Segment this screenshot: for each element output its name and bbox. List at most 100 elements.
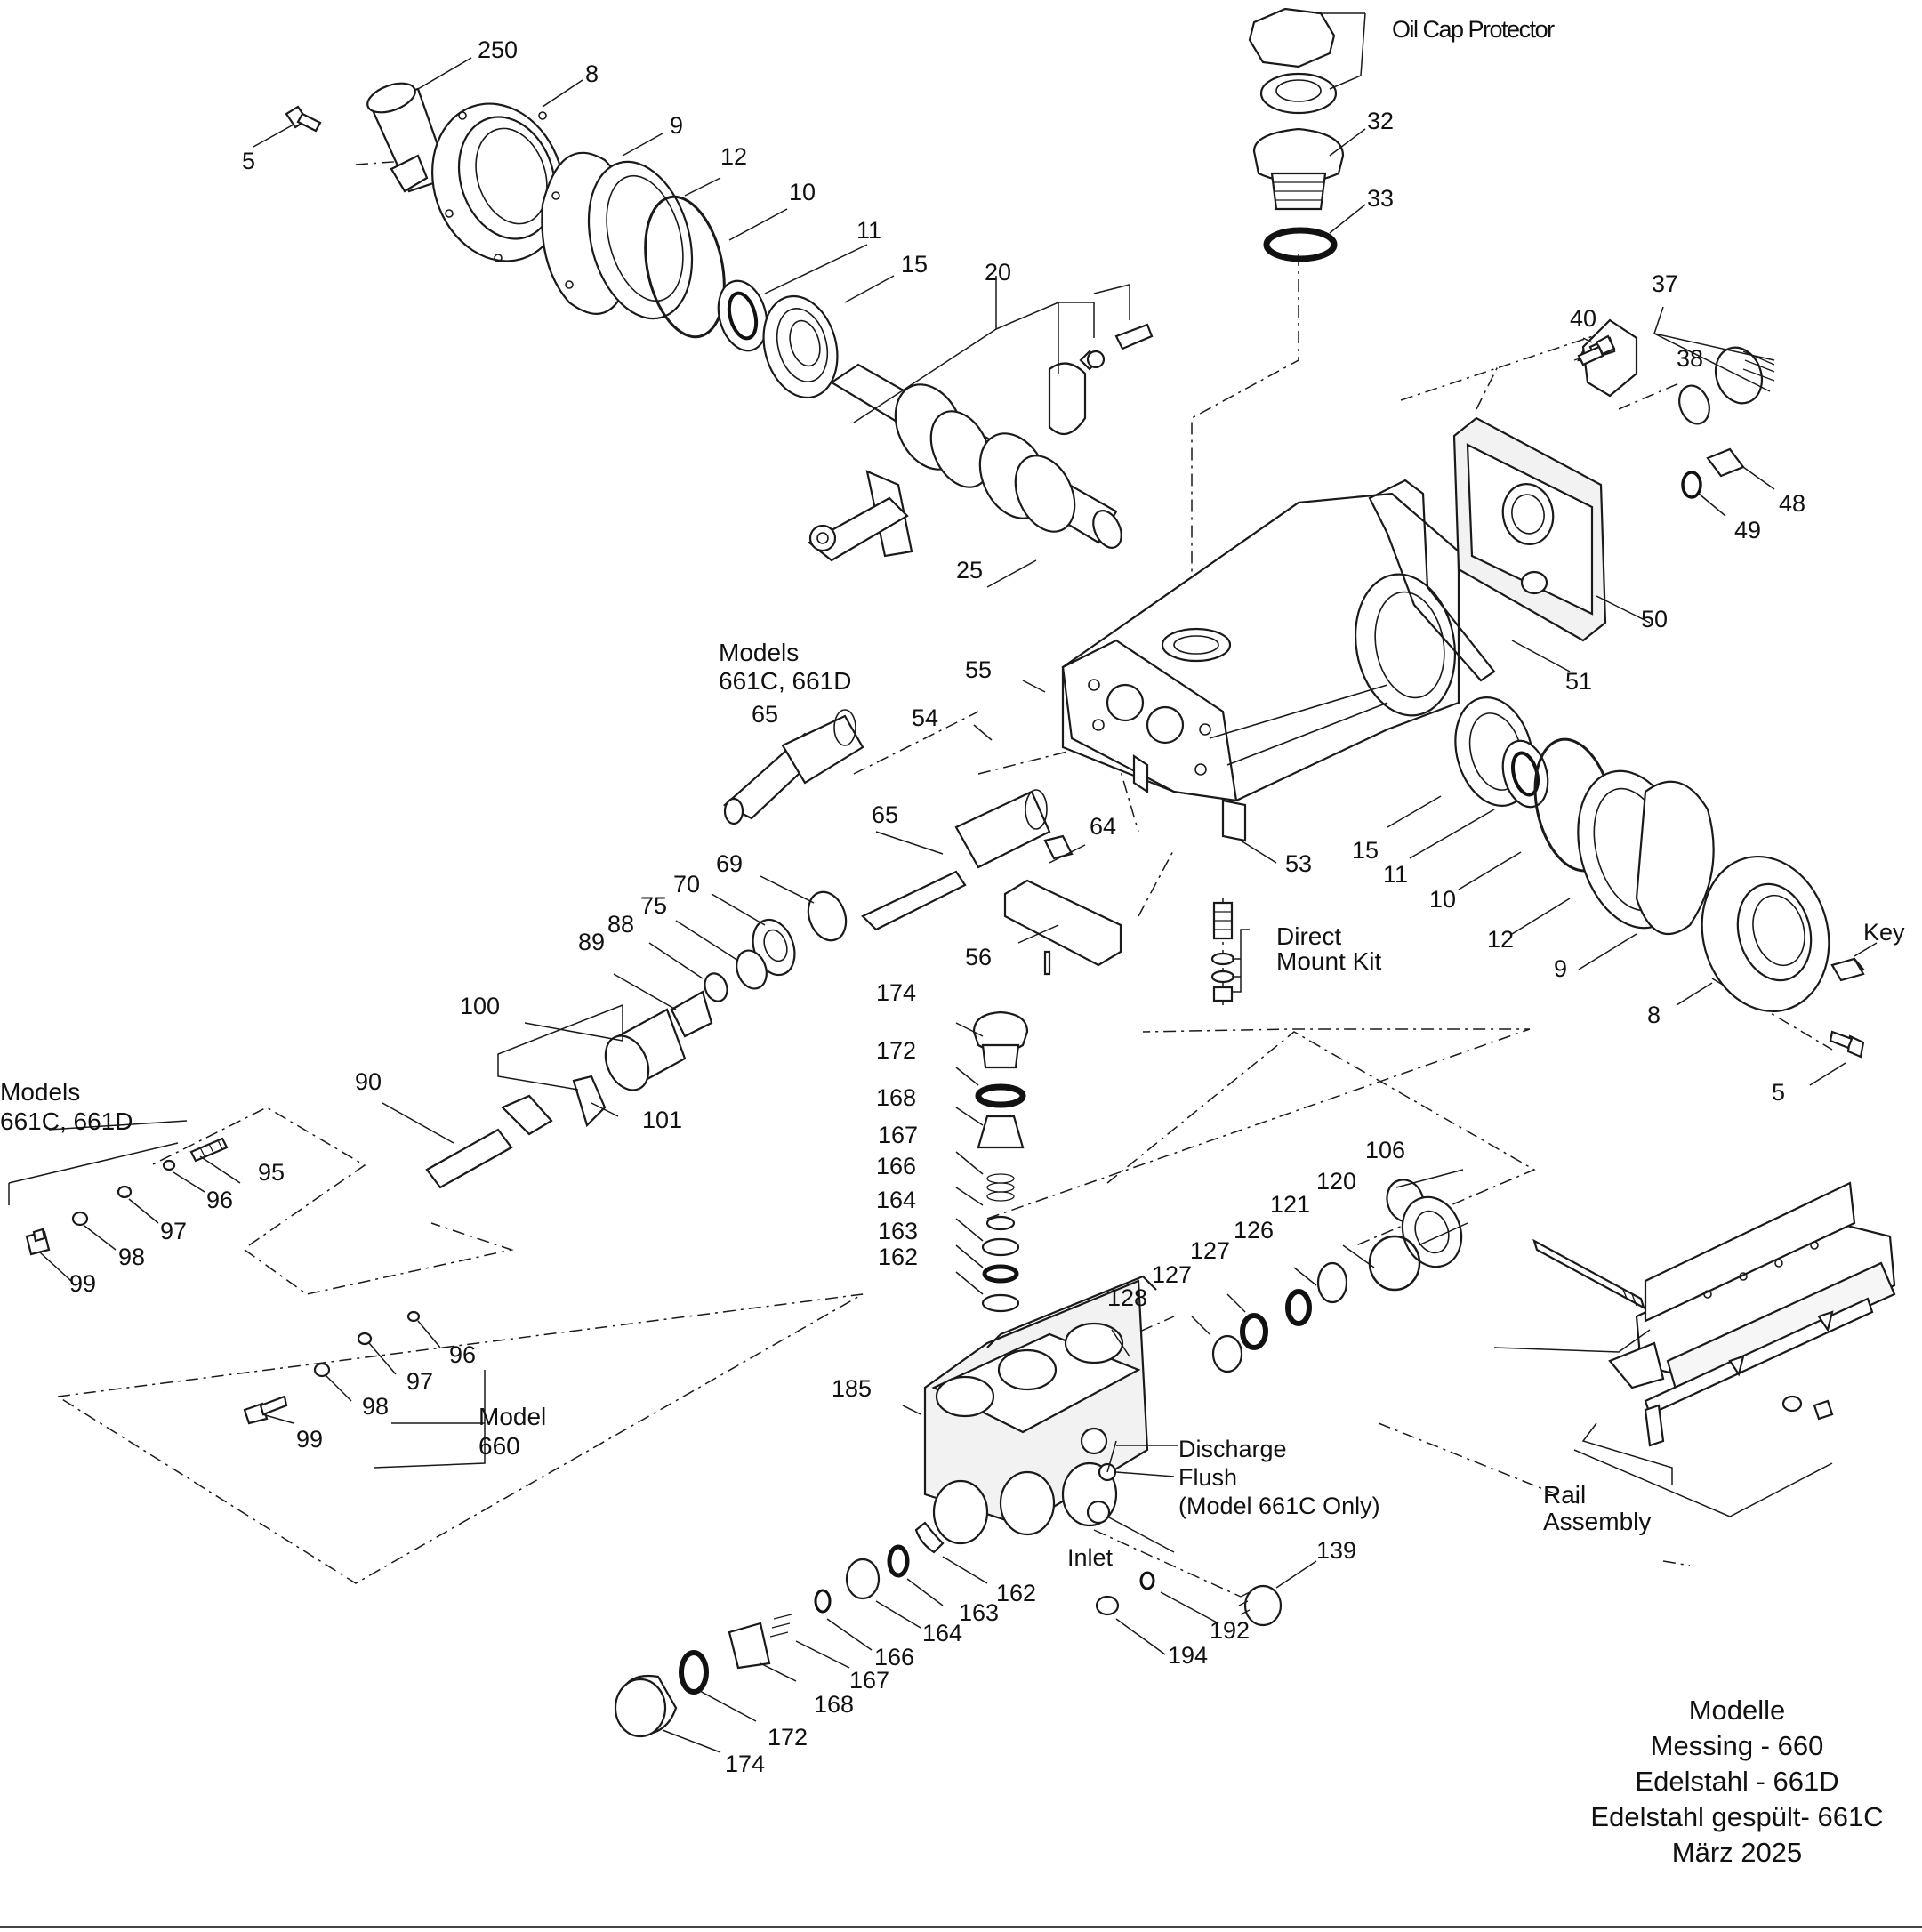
cap-screw-5-left: [285, 105, 322, 133]
oil-cap-stack: [1248, 7, 1345, 262]
label-65-top: 65: [752, 701, 778, 728]
group-direct-mount-line2: Mount Kit: [1276, 947, 1381, 975]
key-part: [1830, 957, 1865, 982]
rear-cover-assembly: [1368, 318, 1775, 682]
model-footer: Modelle Messing - 660 Edelstahl - 661D E…: [1590, 1695, 1883, 1868]
label-164-top: 164: [876, 1187, 916, 1213]
footer-line-3: Edelstahl gespült- 661C: [1590, 1801, 1883, 1832]
label-49: 49: [1734, 517, 1761, 543]
label-162-lower: 162: [996, 1580, 1036, 1606]
label-250: 250: [478, 36, 518, 63]
label-33: 33: [1367, 185, 1394, 212]
group-rail-assembly-line1: Rail: [1543, 1481, 1586, 1509]
label-10-left: 10: [789, 179, 816, 205]
group-models-661-left-line1: Models: [0, 1078, 80, 1106]
label-128: 128: [1107, 1284, 1147, 1311]
label-98-top: 98: [118, 1244, 145, 1270]
group-direct-mount-line1: Direct: [1276, 922, 1341, 950]
label-96-top: 96: [206, 1187, 233, 1213]
label-32: 32: [1367, 108, 1394, 134]
discharge-valve-stack: [972, 1010, 1029, 1313]
label-168-top: 168: [876, 1084, 916, 1111]
label-126: 126: [1234, 1217, 1274, 1244]
label-50: 50: [1641, 606, 1668, 632]
cap-screw-40: [1577, 334, 1616, 366]
label-174-top: 174: [876, 979, 916, 1006]
label-97-lower: 97: [406, 1368, 433, 1395]
label-48: 48: [1779, 490, 1805, 517]
label-11-right: 11: [1383, 861, 1408, 888]
bearing-cover-assembly-right: [1454, 696, 1865, 1059]
label-185: 185: [832, 1375, 872, 1402]
label-96-lower: 96: [449, 1341, 476, 1368]
group-labels: Models 661C, 661D Models 661C, 661D Mode…: [0, 639, 1651, 1535]
label-15-right: 15: [1352, 837, 1379, 864]
rail-assembly: [1532, 1181, 1896, 1447]
label-89: 89: [578, 929, 605, 955]
label-8-right: 8: [1647, 1002, 1661, 1028]
label-5-left: 5: [242, 148, 255, 174]
label-166-top: 166: [876, 1153, 916, 1179]
label-53: 53: [1285, 850, 1312, 877]
group-model-660-line1: Model: [478, 1403, 546, 1430]
label-8-left: 8: [585, 60, 599, 87]
inlet-plug-139: [1095, 1571, 1283, 1627]
label-flush: Flush: [1178, 1464, 1237, 1491]
label-88: 88: [607, 911, 634, 938]
label-12-left: 12: [720, 143, 747, 170]
stud-washer-set-660: [243, 1310, 421, 1425]
label-127-b: 127: [1152, 1261, 1192, 1288]
label-168-lower: 168: [814, 1691, 854, 1718]
label-192: 192: [1210, 1617, 1250, 1644]
label-167-lower: 167: [849, 1667, 889, 1694]
label-163-lower: 163: [959, 1599, 999, 1626]
leader-lines: [8, 12, 1878, 1753]
label-20: 20: [985, 259, 1011, 286]
label-90: 90: [355, 1068, 382, 1095]
label-64: 64: [1090, 813, 1116, 840]
label-key: Key: [1863, 919, 1905, 946]
label-166-lower: 166: [874, 1644, 914, 1670]
label-37: 37: [1652, 270, 1678, 297]
label-12-right: 12: [1487, 926, 1514, 953]
group-models-661-left-line2: 661C, 661D: [0, 1107, 133, 1135]
label-discharge: Discharge: [1178, 1436, 1287, 1462]
label-flush-note: (Model 661C Only): [1178, 1493, 1380, 1519]
label-139: 139: [1316, 1537, 1356, 1564]
label-56: 56: [965, 944, 992, 970]
label-99-top: 99: [69, 1270, 96, 1297]
label-167-top: 167: [878, 1122, 918, 1148]
stud-washer-set-661: [25, 1137, 229, 1256]
label-54: 54: [912, 704, 938, 731]
label-10-right: 10: [1429, 886, 1456, 913]
label-9-right: 9: [1554, 955, 1567, 982]
plunger-group: [425, 709, 1074, 1189]
label-69: 69: [716, 850, 743, 877]
label-15-left: 15: [901, 251, 928, 278]
label-25: 25: [956, 557, 983, 584]
label-inlet: Inlet: [1067, 1544, 1114, 1571]
label-106: 106: [1365, 1137, 1405, 1163]
label-oil-cap-protector: Oil Cap Protector: [1392, 16, 1555, 43]
label-194: 194: [1168, 1642, 1208, 1669]
label-172-top: 172: [876, 1037, 916, 1064]
label-51: 51: [1565, 668, 1592, 695]
label-38: 38: [1677, 345, 1703, 372]
label-120: 120: [1316, 1168, 1356, 1195]
group-models-661-top-line2: 661C, 661D: [719, 667, 851, 695]
manifold-seal-stack: [1211, 1179, 1463, 1373]
group-model-660-line2: 660: [478, 1432, 520, 1460]
label-162-top: 162: [878, 1244, 918, 1270]
crankshaft-assembly: [808, 323, 1154, 562]
label-5-right: 5: [1772, 1079, 1785, 1106]
label-164-lower: 164: [922, 1620, 962, 1646]
label-127-a: 127: [1190, 1237, 1230, 1264]
label-98-lower: 98: [362, 1393, 389, 1420]
label-172-lower: 172: [768, 1724, 808, 1751]
inlet-valve-stack: [614, 1521, 945, 1738]
direct-mount-kit: [1210, 901, 1235, 1002]
label-40: 40: [1570, 305, 1596, 332]
label-97-top: 97: [160, 1218, 187, 1244]
label-163-top: 163: [878, 1218, 918, 1244]
bearing-cover-assembly-left: [366, 82, 839, 399]
